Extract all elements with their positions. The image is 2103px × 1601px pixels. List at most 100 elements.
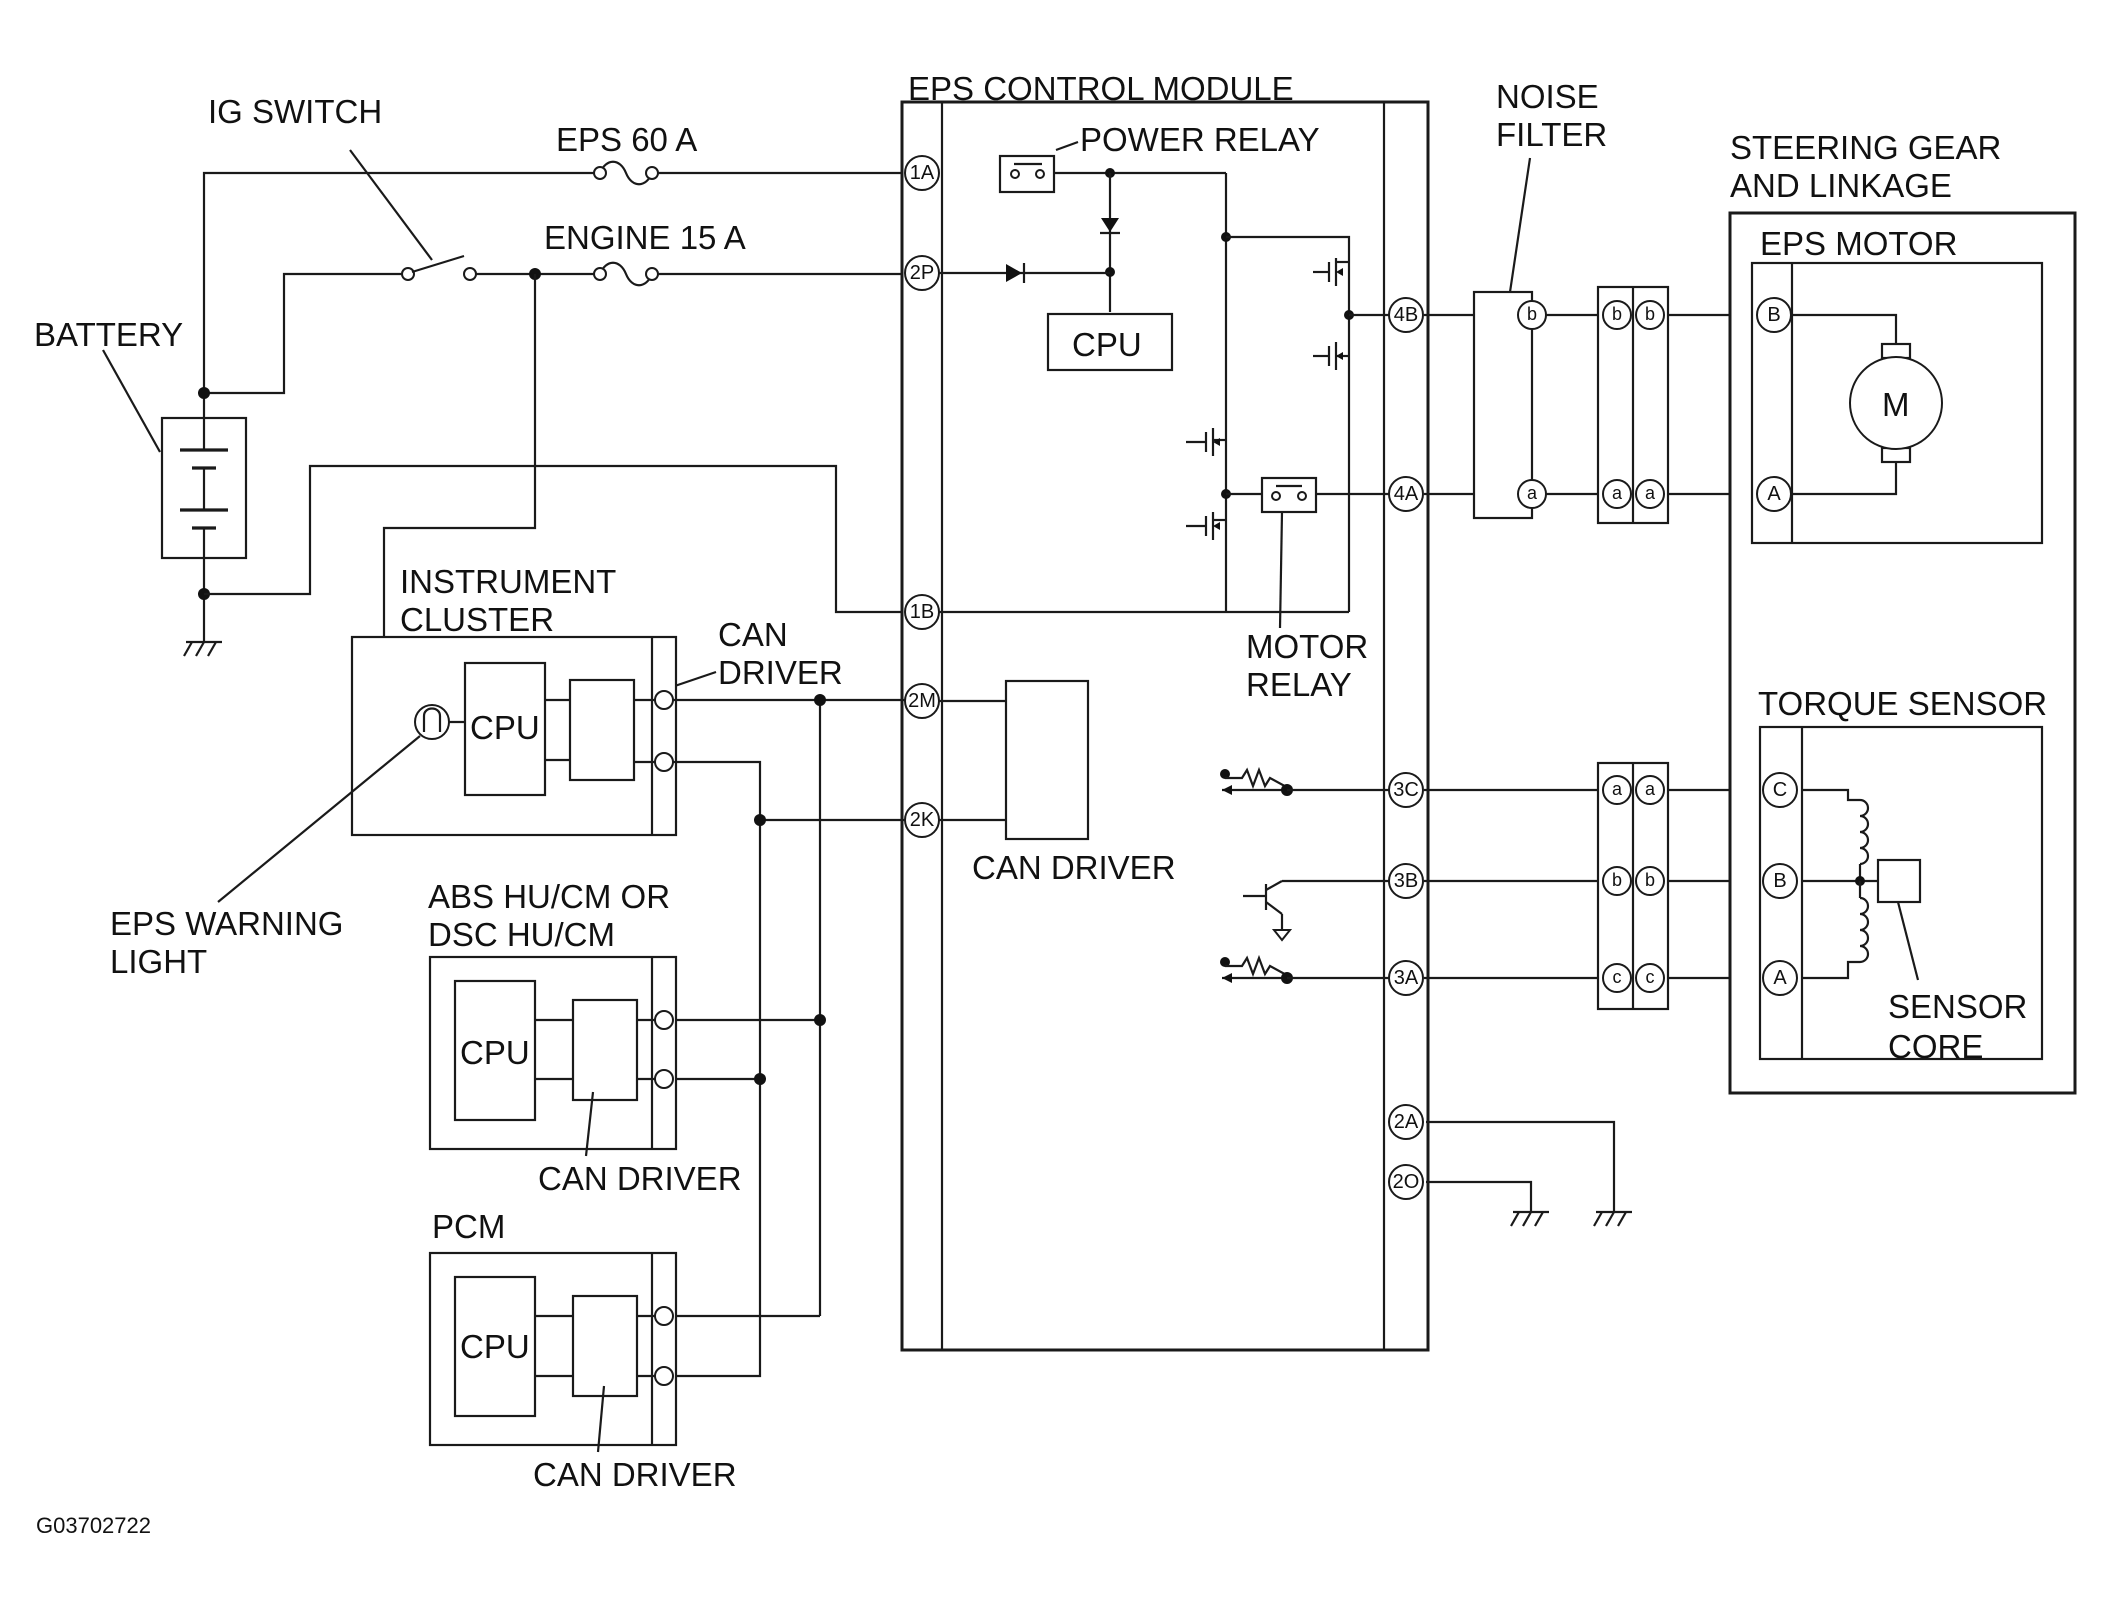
svg-text:4B: 4B xyxy=(1394,304,1418,326)
motor-connector-pin-a-right: a xyxy=(1635,479,1665,509)
module-ground-icon-2 xyxy=(1593,1210,1632,1227)
noise-filter-box xyxy=(1472,290,1534,520)
abs-dsc-module: ABS HU/CM OR DSC HU/CM CPU CAN DRIVER xyxy=(428,878,742,1197)
noise-filter-label-2: FILTER xyxy=(1496,116,1607,153)
sensor-terminal-c: C xyxy=(1762,772,1798,808)
mosfet-lower-right-icon xyxy=(1313,342,1349,370)
module-can-driver-box xyxy=(1004,679,1090,841)
ig-switch-leader xyxy=(349,149,433,261)
pin-1b: 1B xyxy=(904,594,940,630)
steering-gear-label-1: STEERING GEAR xyxy=(1730,129,2001,166)
eps-60a-fuse-icon xyxy=(598,160,654,186)
svg-text:c: c xyxy=(1613,967,1622,987)
sensor-terminal-a: A xyxy=(1762,960,1798,996)
sensor-core-icon xyxy=(1876,858,1922,904)
svg-text:A: A xyxy=(1767,483,1781,505)
pcm-cpu-label: CPU xyxy=(460,1328,530,1365)
module-cpu-box xyxy=(1046,312,1174,372)
instrument-cluster-label-2: CLUSTER xyxy=(400,601,554,638)
noise-filter: NOISE FILTER b a xyxy=(1424,78,1610,520)
module-ground-icon-1 xyxy=(1510,1210,1549,1227)
pin-3a: 3A xyxy=(1388,960,1424,996)
mosfet-upper-left-icon xyxy=(1186,428,1226,456)
torque-sensor-label: TORQUE SENSOR xyxy=(1758,685,2047,722)
svg-text:b: b xyxy=(1645,870,1655,890)
ig-diode-icon xyxy=(1006,264,1022,282)
svg-text:1B: 1B xyxy=(910,601,934,623)
pin-2m: 2M xyxy=(904,683,940,719)
motor-terminal-b: B xyxy=(1756,297,1792,333)
pcm-cpu-box xyxy=(453,1275,537,1418)
pin-1a: 1A xyxy=(904,155,940,191)
sensor-connector-pin-c-right: c xyxy=(1635,963,1665,993)
mosfet-upper-right-icon xyxy=(1313,258,1349,286)
svg-text:a: a xyxy=(1527,483,1538,503)
eps-control-module: EPS CONTROL MODULE POWER RELAY CPU xyxy=(900,70,1632,1352)
battery-section: IG SWITCH EPS 60 A ENGINE 15 A BATTERY xyxy=(34,93,905,724)
sensor-core-label-2: CORE xyxy=(1888,1028,1983,1065)
motor-connector-pin-b-right: b xyxy=(1635,300,1665,330)
mosfet-lower-left-icon xyxy=(1186,512,1226,540)
abs-label-2: DSC HU/CM xyxy=(428,916,615,953)
svg-text:2P: 2P xyxy=(910,262,934,284)
power-relay-icon xyxy=(998,154,1056,194)
svg-text:b: b xyxy=(1612,304,1622,324)
sensor-connector-pin-b-left: b xyxy=(1602,866,1632,896)
pin-4b: 4B xyxy=(1388,297,1424,333)
module-cpu-label: CPU xyxy=(1072,326,1142,363)
pcm-can-driver-box xyxy=(571,1294,639,1398)
svg-text:a: a xyxy=(1645,779,1656,799)
sensor-coil-lower-icon xyxy=(1859,896,1870,964)
motor-connector: b b a a xyxy=(1596,285,1752,525)
battery-label: BATTERY xyxy=(34,316,183,353)
motor-terminal-a: A xyxy=(1756,476,1792,512)
pcm-module: PCM CPU CAN DRIVER xyxy=(428,1208,737,1493)
abs-cpu-label: CPU xyxy=(460,1034,530,1071)
eps-60a-fuse-label: EPS 60 A xyxy=(556,121,697,158)
motor-connector-pin-a-left: a xyxy=(1602,479,1632,509)
motor-symbol-label: M xyxy=(1882,386,1910,423)
pin-3b: 3B xyxy=(1388,863,1424,899)
motor-connector-pin-b-left: b xyxy=(1602,300,1632,330)
eps-warning-light-label-1: EPS WARNING xyxy=(110,905,343,942)
pin-2a: 2A xyxy=(1388,1104,1424,1140)
steering-gear-and-linkage: STEERING GEAR AND LINKAGE EPS MOTOR M B … xyxy=(1728,129,2077,1095)
sensor-coil-upper-icon xyxy=(1859,798,1870,866)
svg-text:3B: 3B xyxy=(1394,870,1418,892)
noise-filter-label-1: NOISE xyxy=(1496,78,1599,115)
sensor-connector-pin-b-right: b xyxy=(1635,866,1665,896)
svg-text:2M: 2M xyxy=(908,690,936,712)
eps-warning-light-label-2: LIGHT xyxy=(110,943,207,980)
pin-3c: 3C xyxy=(1388,772,1424,808)
svg-text:b: b xyxy=(1527,304,1537,324)
filter-pin-b: b xyxy=(1517,300,1547,330)
svg-text:3A: 3A xyxy=(1394,967,1419,989)
sensor-terminal-b: B xyxy=(1762,863,1798,899)
cluster-can-label-2: DRIVER xyxy=(718,654,843,691)
motor-icon xyxy=(1849,356,1943,450)
power-relay-label: POWER RELAY xyxy=(1080,121,1320,158)
svg-text:b: b xyxy=(1645,304,1655,324)
cluster-cpu-box xyxy=(463,661,547,797)
ig-switch-label: IG SWITCH xyxy=(208,93,382,130)
abs-can-driver-label: CAN DRIVER xyxy=(538,1160,742,1197)
pin-2p: 2P xyxy=(904,255,940,291)
instrument-cluster: INSTRUMENT CLUSTER CAN DRIVER CPU EPS WA… xyxy=(110,563,843,980)
cluster-cpu-label: CPU xyxy=(470,709,540,746)
pcm-can-driver-label: CAN DRIVER xyxy=(533,1456,737,1493)
filter-pin-a: a xyxy=(1517,479,1547,509)
figure-code: G03702722 xyxy=(36,1513,151,1538)
svg-text:3C: 3C xyxy=(1393,779,1419,801)
svg-text:b: b xyxy=(1612,870,1622,890)
svg-text:B: B xyxy=(1773,870,1786,892)
svg-text:2A: 2A xyxy=(1394,1111,1419,1133)
svg-text:2K: 2K xyxy=(910,809,935,831)
svg-text:1A: 1A xyxy=(910,162,935,184)
cluster-can-label-1: CAN xyxy=(718,616,788,653)
sensor-core-label-1: SENSOR xyxy=(1888,988,2027,1025)
abs-cpu-box xyxy=(453,979,537,1122)
sensor-connector: a a b b c c xyxy=(1424,761,1760,1011)
can-bus xyxy=(673,694,905,1378)
eps-warning-light-icon xyxy=(414,704,450,740)
